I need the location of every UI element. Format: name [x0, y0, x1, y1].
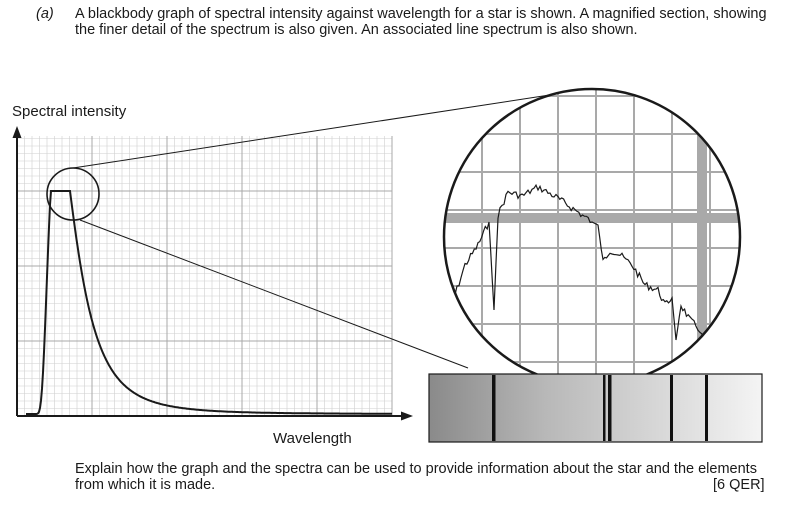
absorption-line-1 [492, 375, 496, 441]
question-task-text: Explain how the graph and the spectra ca… [75, 461, 757, 493]
marks-allocation: [6 QER] [713, 477, 765, 493]
graph-grid-minor [16, 136, 393, 417]
line-spectrum-strip [428, 373, 763, 443]
blackbody-curve [26, 190, 393, 415]
lens-grid-band-horizontal [444, 213, 740, 223]
absorption-line-5 [705, 375, 708, 441]
fine-structure-spectrum [444, 183, 739, 356]
question-intro-text: A blackbody graph of spectral intensity … [75, 6, 767, 38]
x-axis-label: Wavelength [273, 430, 352, 447]
absorption-line-4 [670, 375, 673, 441]
y-axis-label: Spectral intensity [12, 103, 127, 120]
lens-grid-band-vertical [697, 89, 707, 385]
magnified-spectrum-lens [442, 87, 742, 387]
graph-axes [12, 126, 413, 421]
absorption-line-3 [608, 375, 612, 441]
question-part-label: (a) [36, 6, 54, 22]
connector-line-lower [79, 219, 469, 369]
absorption-line-2 [603, 375, 606, 441]
connector-line-upper [72, 93, 557, 169]
